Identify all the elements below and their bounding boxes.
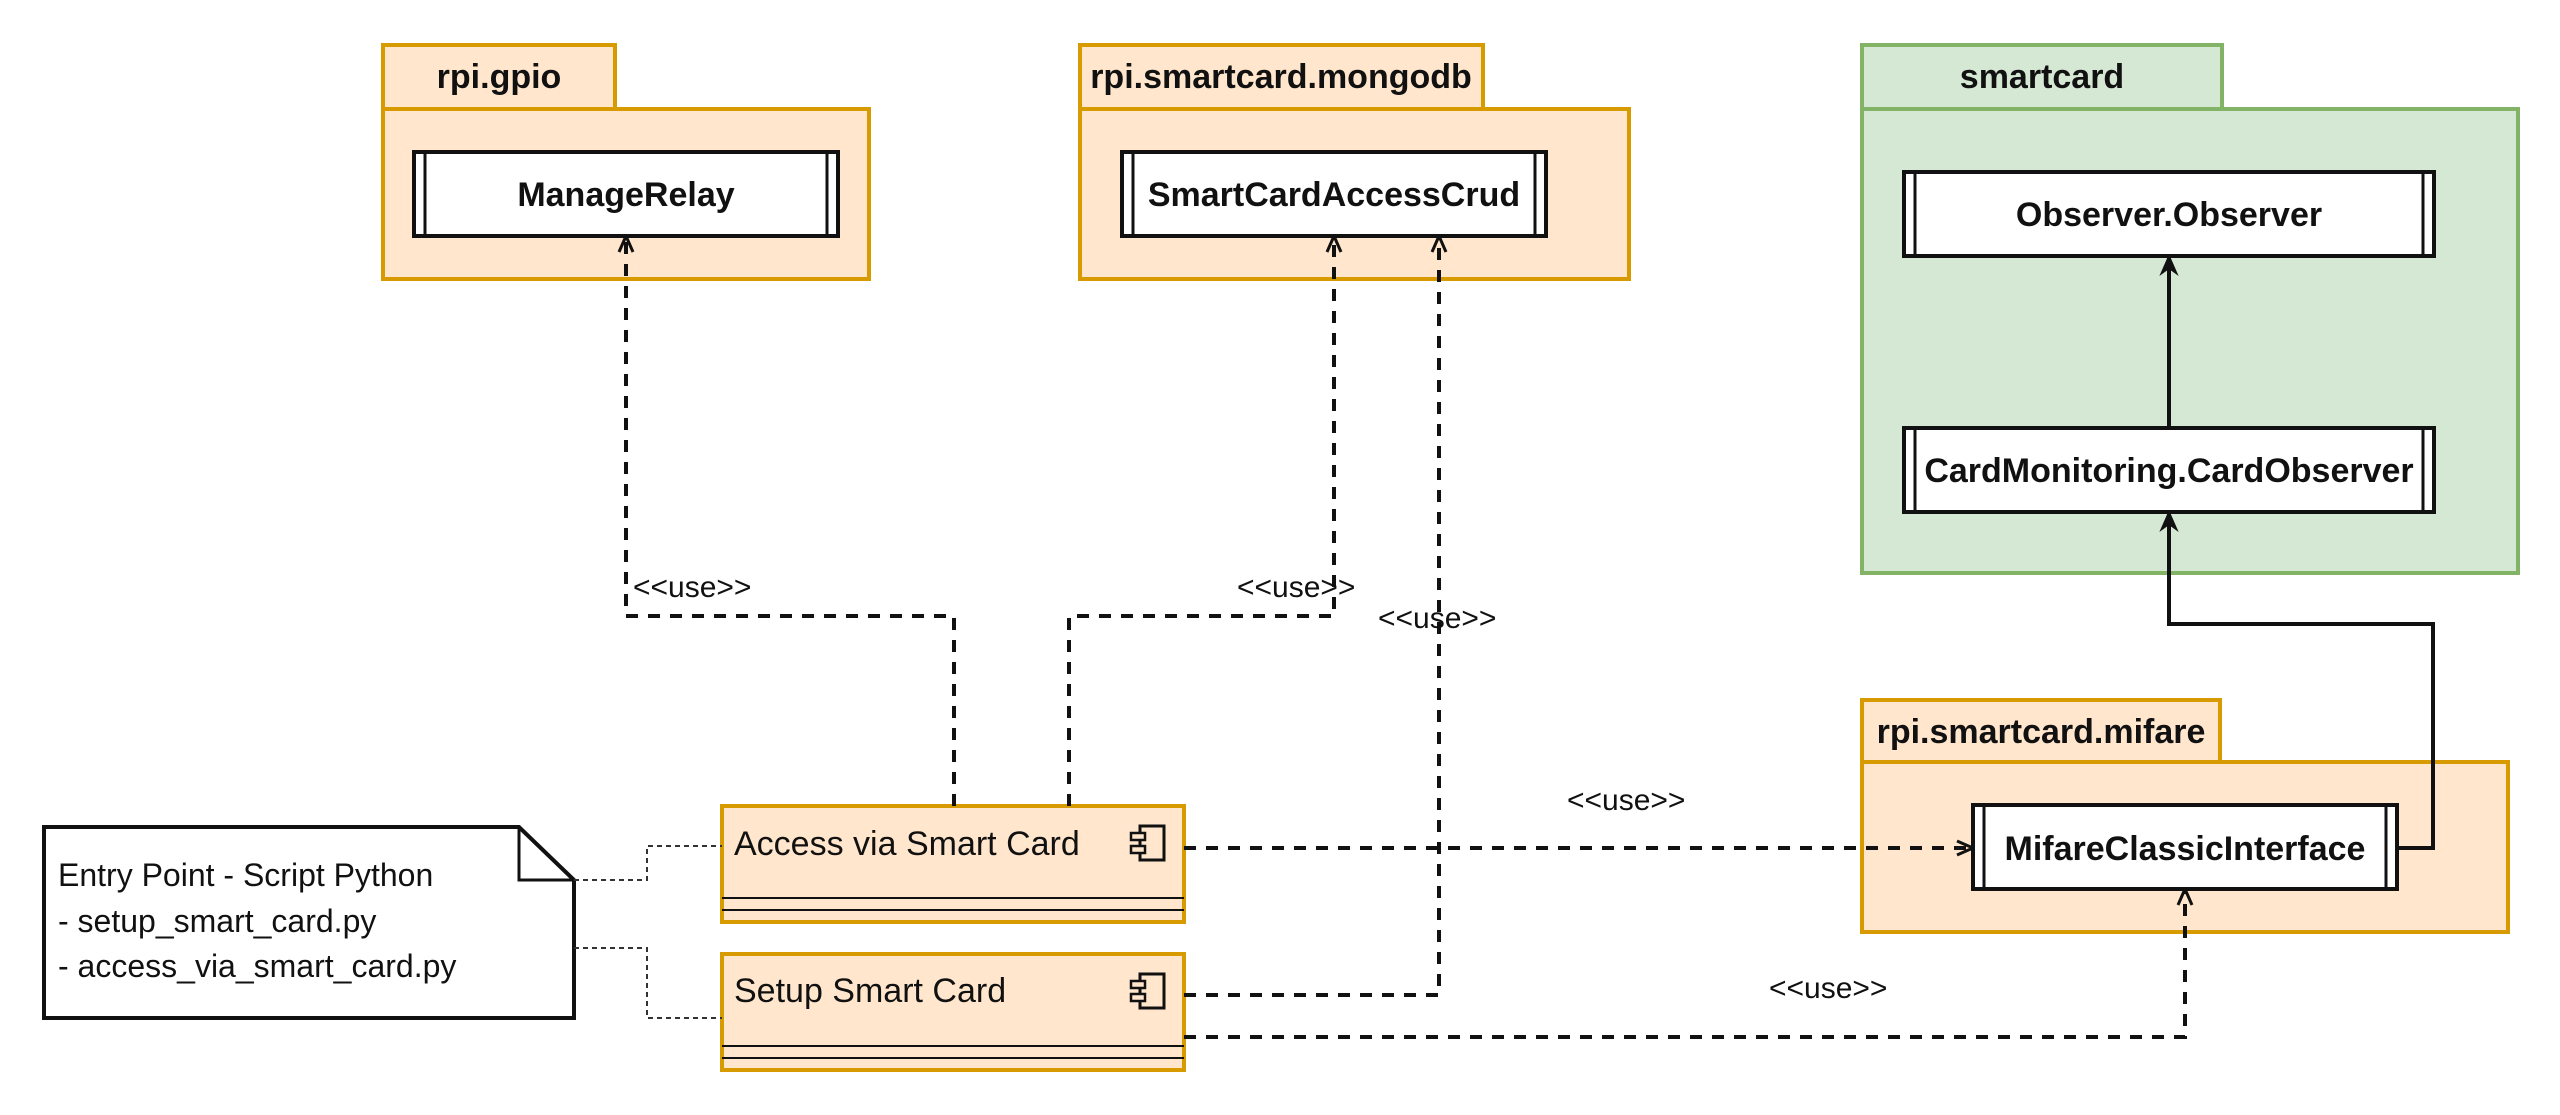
package-rpi-smartcard-mongodb: rpi.smartcard.mongodb SmartCardAccessCru… <box>1078 43 1631 281</box>
note-line-2: - setup_smart_card.py <box>58 903 376 939</box>
note-line-1: Entry Point - Script Python <box>58 857 433 893</box>
package-smartcard-name: smartcard <box>1960 58 2124 96</box>
class-manage-relay-name: ManageRelay <box>517 176 734 214</box>
note-connector-access <box>574 845 722 881</box>
note-connector-setup <box>574 947 722 1019</box>
package-rpi-smartcard-mifare-name: rpi.smartcard.mifare <box>1877 713 2206 751</box>
package-rpi-smartcard-mongodb-name: rpi.smartcard.mongodb <box>1090 58 1472 96</box>
package-smartcard: smartcard Observer.Observer CardMonitori… <box>1860 43 2520 575</box>
class-card-observer[interactable]: CardMonitoring.CardObserver <box>1902 426 2436 514</box>
component-access-label: Access via Smart Card <box>734 825 1080 863</box>
generalization-mifare-to-card-observer <box>2169 512 2435 850</box>
use-label-manage-relay: <<use>> <box>633 571 751 604</box>
use-label-setup-crud: <<use>> <box>1378 602 1496 635</box>
component-access-via-smart-card[interactable]: Access via Smart Card <box>720 804 1186 924</box>
use-label-setup-mifare: <<use>> <box>1769 972 1887 1005</box>
use-label-access-crud: <<use>> <box>1237 571 1355 604</box>
class-observer-name: Observer.Observer <box>2016 196 2322 234</box>
dependency-access-to-manage-relay <box>626 236 956 806</box>
class-mifare-classic-interface[interactable]: MifareClassicInterface <box>1971 803 2399 891</box>
class-mifare-classic-interface-name: MifareClassicInterface <box>2005 830 2366 868</box>
component-icon <box>1129 824 1166 862</box>
package-rpi-gpio-name: rpi.gpio <box>437 58 562 96</box>
use-label-access-mifare: <<use>> <box>1567 784 1685 817</box>
class-smartcard-access-crud-name: SmartCardAccessCrud <box>1148 176 1520 214</box>
component-setup-label: Setup Smart Card <box>734 972 1006 1010</box>
component-icon <box>1129 972 1166 1010</box>
note-line-3: - access_via_smart_card.py <box>58 948 456 984</box>
package-rpi-smartcard-mifare: rpi.smartcard.mifare MifareClassicInterf… <box>1860 698 2510 934</box>
dependency-access-to-crud <box>1067 236 1334 806</box>
component-setup-smart-card[interactable]: Setup Smart Card <box>720 952 1186 1072</box>
class-smartcard-access-crud[interactable]: SmartCardAccessCrud <box>1120 150 1548 238</box>
note-entry-point: Entry Point - Script Python - setup_smar… <box>42 825 576 1020</box>
class-card-observer-name: CardMonitoring.CardObserver <box>1924 452 2413 490</box>
class-manage-relay[interactable]: ManageRelay <box>412 150 840 238</box>
dependency-setup-to-mifare <box>1184 889 2185 1039</box>
class-observer[interactable]: Observer.Observer <box>1902 170 2436 258</box>
